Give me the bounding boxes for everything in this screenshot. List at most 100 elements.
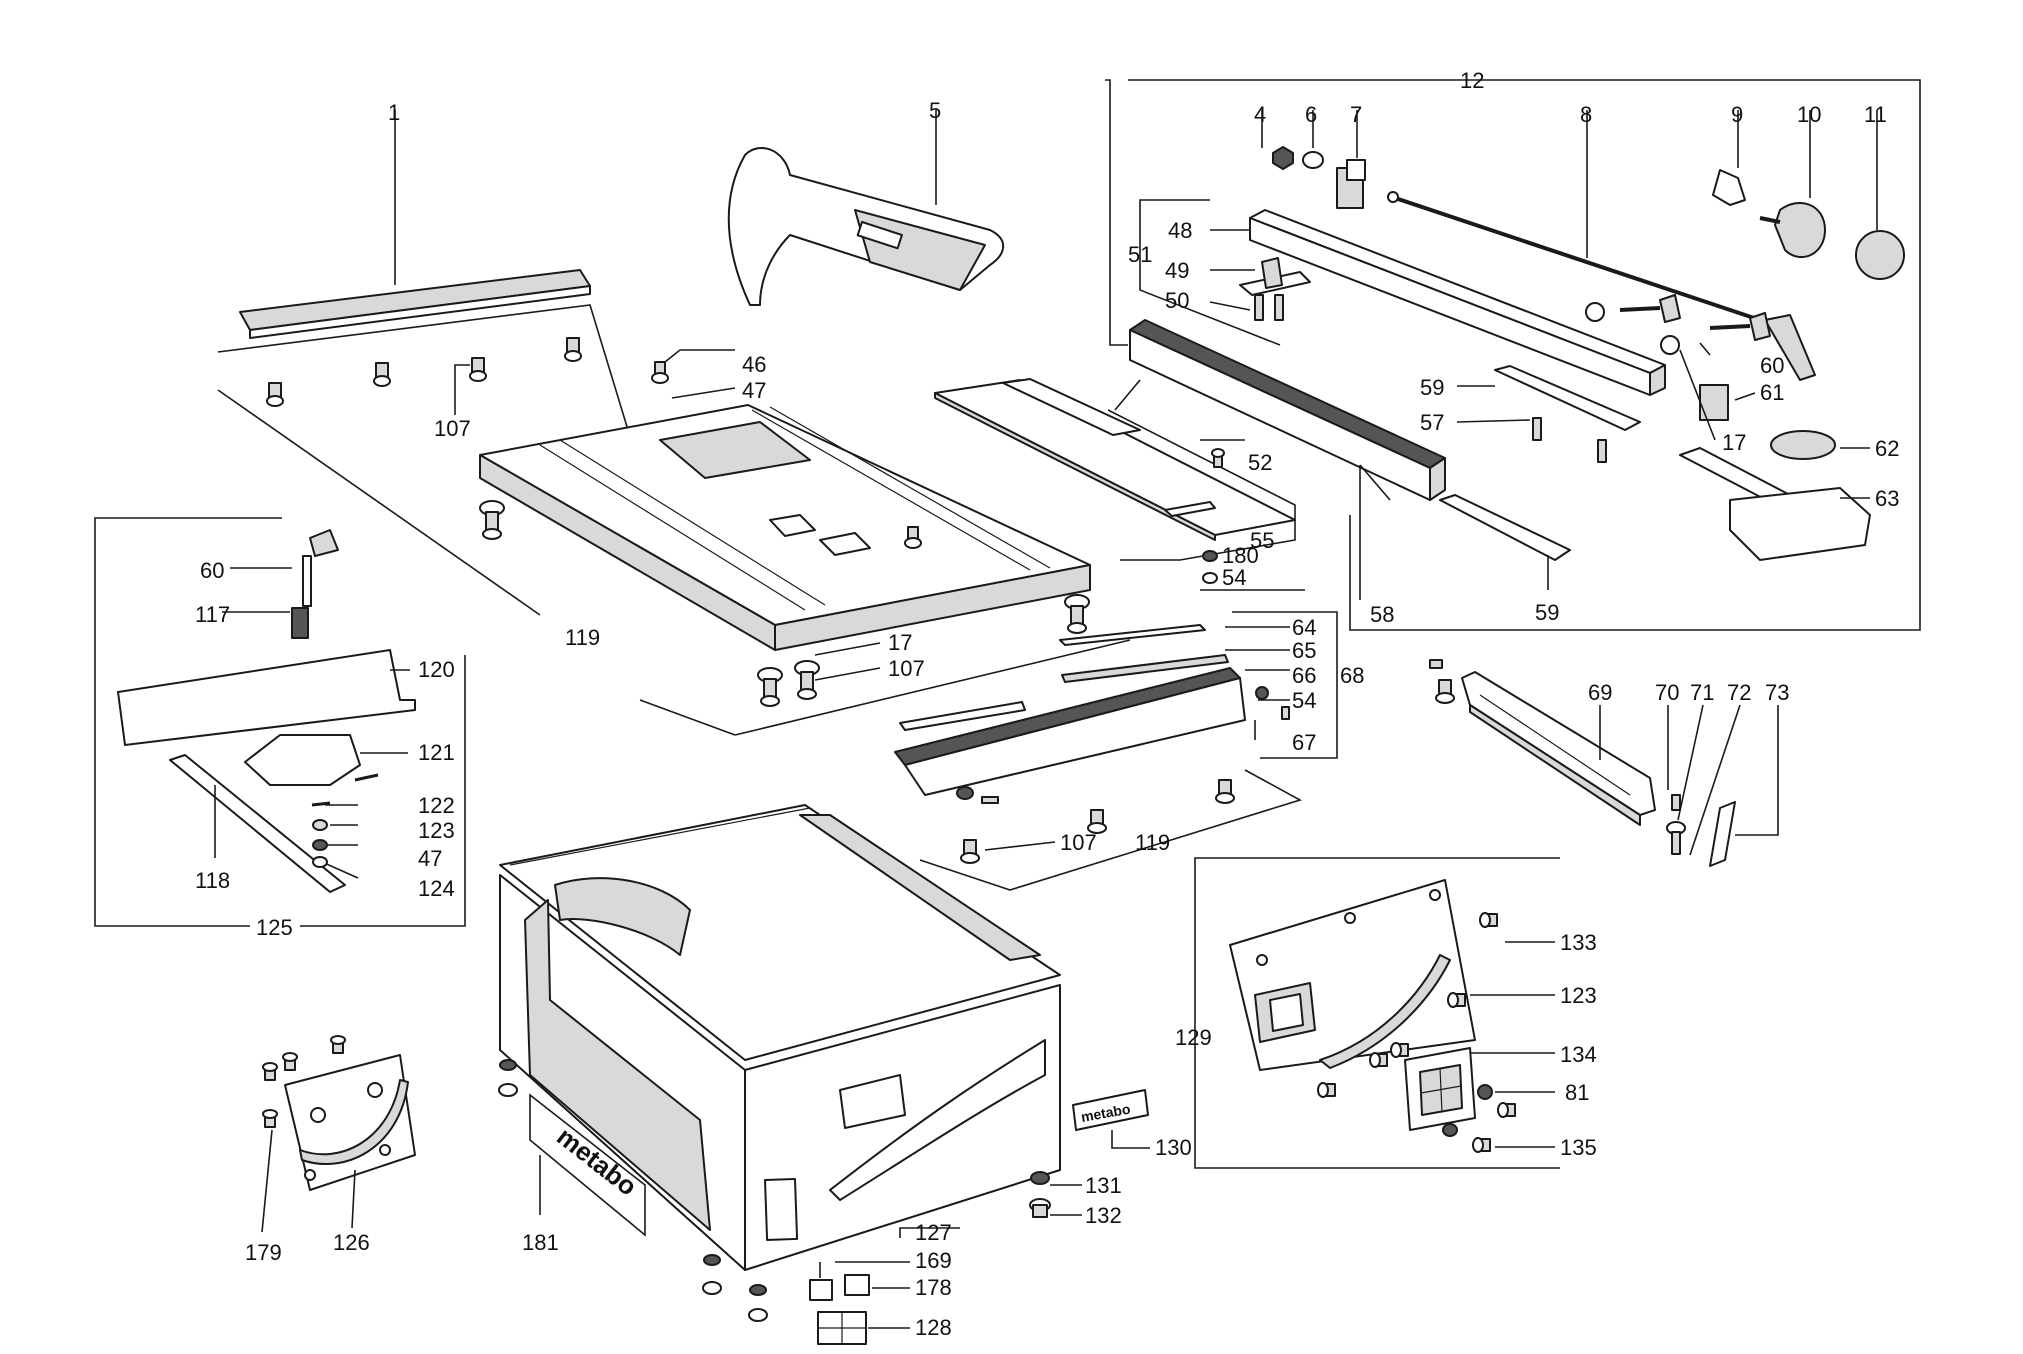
- callout-128: 128: [915, 1315, 952, 1340]
- callout-10: 10: [1797, 102, 1821, 127]
- callout-47b: 47: [418, 846, 442, 871]
- callout-69: 69: [1588, 680, 1612, 705]
- callout-127: 127: [915, 1220, 952, 1245]
- part-129-trunnion-plate: [1229, 879, 1555, 1098]
- callout-58: 58: [1370, 602, 1394, 627]
- group-12-frame: [1105, 79, 1921, 631]
- part-130-badge: metabo: [1072, 1089, 1150, 1149]
- callout-59b: 59: [1535, 600, 1559, 625]
- callout-179: 179: [245, 1240, 282, 1265]
- callout-107a: 107: [434, 416, 471, 441]
- callout-72: 72: [1727, 680, 1751, 705]
- part-69-extension: [1429, 659, 1656, 826]
- callout-134: 134: [1560, 1042, 1597, 1067]
- callout-63: 63: [1875, 486, 1899, 511]
- callout-60b: 60: [200, 558, 224, 583]
- callout-52: 52: [1248, 450, 1272, 475]
- callout-125: 125: [256, 915, 293, 940]
- group-129-frame: [1194, 857, 1560, 1169]
- callout-7: 7: [1350, 102, 1362, 127]
- callout-8: 8: [1580, 102, 1592, 127]
- callout-180: 180: [1222, 543, 1259, 568]
- part-55-insert-plate: [934, 378, 1296, 561]
- callout-64: 64: [1292, 615, 1316, 640]
- callout-62: 62: [1875, 436, 1899, 461]
- part-68-rail: [894, 624, 1303, 891]
- callout-67: 67: [1292, 730, 1316, 755]
- group-125-frame: [94, 517, 466, 927]
- callout-117: 117: [195, 602, 230, 627]
- callout-4: 4: [1254, 102, 1266, 127]
- callout-55: 55: [1250, 528, 1274, 553]
- callout-71: 71: [1690, 680, 1714, 705]
- callout-6: 6: [1305, 102, 1317, 127]
- parts-4-6-7: [1261, 110, 1366, 209]
- callout-49: 49: [1165, 258, 1189, 283]
- part-134-clamp-plate: [1404, 1047, 1555, 1153]
- callout-119a: 119: [565, 625, 600, 650]
- parts-9-10-11: [1712, 110, 1905, 280]
- callout-17a: 17: [1722, 430, 1746, 455]
- callout-1: 1: [388, 100, 400, 125]
- leader-119-top: [217, 304, 1131, 736]
- callout-129: 129: [1175, 1025, 1212, 1050]
- callout-17b: 17: [888, 630, 912, 655]
- table-top: [479, 404, 1091, 651]
- screws-107-row: [266, 337, 582, 415]
- callout-123b: 123: [1560, 983, 1597, 1008]
- callout-73: 73: [1765, 680, 1789, 705]
- callout-65: 65: [1292, 638, 1316, 663]
- callout-48: 48: [1168, 218, 1192, 243]
- parts-49-50: [1209, 257, 1311, 321]
- callout-124: 124: [418, 876, 455, 901]
- callout-50: 50: [1165, 288, 1189, 313]
- callout-9: 9: [1731, 102, 1743, 127]
- part-5-blade-guard: [727, 110, 1005, 306]
- callout-46: 46: [742, 352, 766, 377]
- callout-61: 61: [1760, 380, 1784, 405]
- callout-121: 121: [418, 740, 455, 765]
- callout-107b: 107: [888, 656, 925, 681]
- callout-122: 122: [418, 793, 455, 818]
- part-126-bevel-plate: [261, 1035, 416, 1233]
- callout-130: 130: [1155, 1135, 1192, 1160]
- group-68-bracket: [1232, 611, 1338, 759]
- callout-132: 132: [1085, 1203, 1122, 1228]
- part-125-mitre-gauge: [117, 529, 416, 893]
- callout-47a: 47: [742, 378, 766, 403]
- callout-57: 57: [1420, 410, 1444, 435]
- base-feet: [498, 1059, 1082, 1322]
- callout-51: 51: [1128, 242, 1152, 267]
- callout-12: 12: [1460, 68, 1484, 93]
- callout-131: 131: [1085, 1173, 1122, 1198]
- part-58-fence-extrusion: [1129, 319, 1446, 600]
- part-48-fence-bar: [1210, 209, 1666, 396]
- callout-81: 81: [1565, 1080, 1589, 1105]
- callout-11: 11: [1864, 102, 1887, 127]
- callout-169: 169: [915, 1248, 952, 1273]
- callout-120: 120: [418, 657, 455, 682]
- callout-119b: 119: [1135, 830, 1170, 855]
- table-screws: [479, 349, 1090, 707]
- callout-133: 133: [1560, 930, 1597, 955]
- callout-123a: 123: [418, 818, 455, 843]
- parts-59-57: [1439, 365, 1641, 590]
- callout-107c: 107: [1060, 830, 1097, 855]
- parts-70-73: [1666, 704, 1779, 867]
- part-127-base-cabinet: [499, 804, 1061, 1271]
- callout-181: 181: [522, 1230, 559, 1255]
- callout-118: 118: [195, 868, 230, 893]
- parts-60-17-61-62-63: [1585, 294, 1871, 561]
- callout-labels: 1 5 12 4 6 7 8 9 10 11 48 51 49 50 60 61…: [195, 68, 1899, 1340]
- callout-54a: 54: [1222, 565, 1246, 590]
- group-51-bracket: [1139, 199, 1281, 346]
- callout-135: 135: [1560, 1135, 1597, 1160]
- part-1-rail: [239, 110, 591, 339]
- label-stickers: [809, 1261, 910, 1345]
- parts-52-180-54: [1200, 439, 1305, 591]
- part-8-rod: [1387, 110, 1816, 381]
- callout-59a: 59: [1420, 375, 1444, 400]
- callout-70: 70: [1655, 680, 1679, 705]
